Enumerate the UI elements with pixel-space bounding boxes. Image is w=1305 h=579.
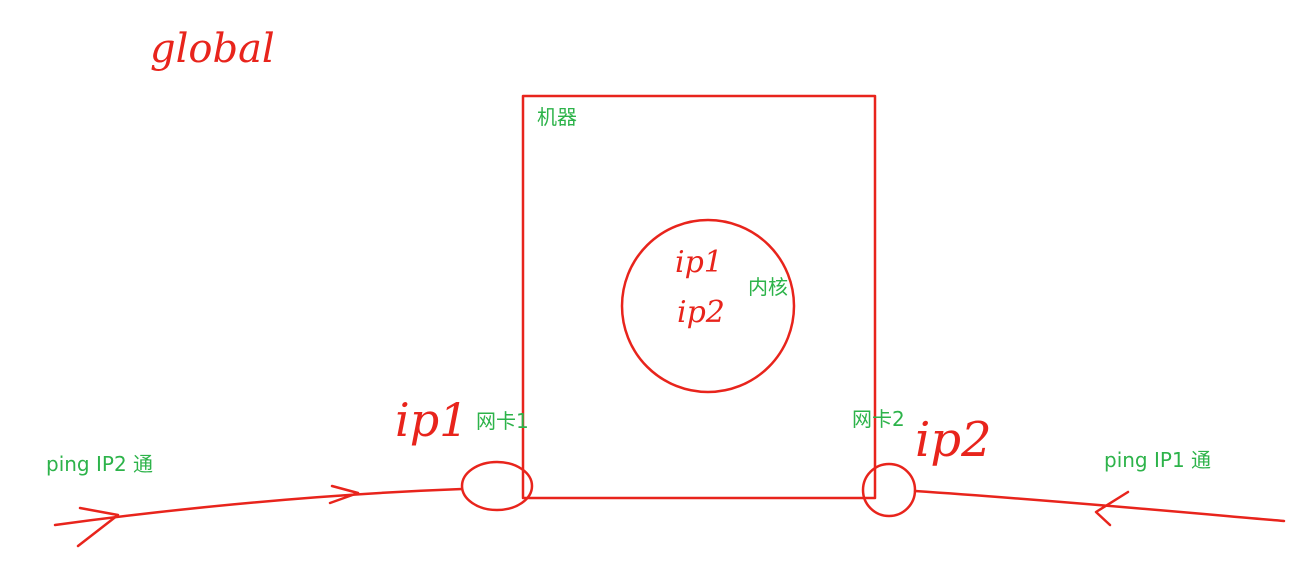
left-arrow-tail bbox=[76, 506, 120, 548]
kernel-ip1-label: ip1 bbox=[675, 245, 723, 280]
left-link-line bbox=[53, 487, 464, 527]
right-arrow-head bbox=[1094, 490, 1130, 527]
machine-box bbox=[521, 94, 877, 500]
right-link-line bbox=[913, 489, 1286, 523]
nic1-ellipse bbox=[460, 460, 534, 512]
left-arrow-head bbox=[328, 484, 360, 505]
nic2-ellipse bbox=[861, 462, 917, 518]
machine-label: 机器 bbox=[537, 105, 577, 129]
kernel-circle bbox=[620, 218, 796, 394]
kernel-ip2-label: ip2 bbox=[677, 295, 725, 330]
nic2-label: 网卡2 bbox=[852, 407, 905, 431]
nic1-label: 网卡1 bbox=[476, 409, 529, 433]
ping-right-label: ping IP1 通 bbox=[1104, 448, 1211, 472]
ping-left-label: ping IP2 通 bbox=[46, 452, 153, 476]
kernel-label: 内核 bbox=[748, 275, 788, 299]
nic2-ip-label: ip2 bbox=[915, 412, 992, 468]
nic1-ip-label: ip1 bbox=[395, 393, 468, 447]
namespace-label: global bbox=[150, 26, 275, 72]
